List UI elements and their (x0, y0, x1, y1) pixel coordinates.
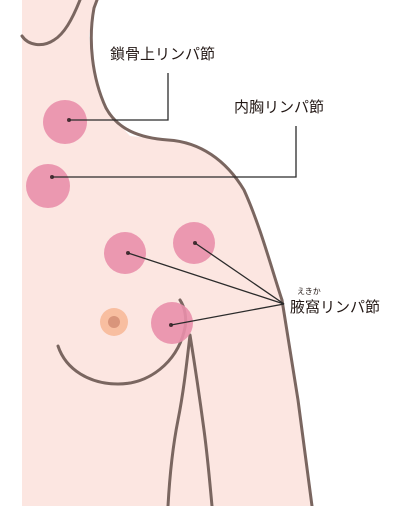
label-axillary-ruby: えきか (297, 287, 321, 296)
lymph-node-supraclavicular (43, 100, 87, 144)
label-axillary-lymph-node: 腋窩リンパ節 (290, 298, 380, 316)
nipple (108, 316, 120, 328)
lymph-node-internal-thoracic (26, 164, 70, 208)
label-internal-thoracic-lymph-node: 内胸リンパ節 (234, 98, 324, 116)
lymph-node-axillary-3 (151, 302, 193, 344)
lymph-node-axillary-1 (104, 232, 146, 274)
label-supraclavicular-lymph-node: 鎖骨上リンパ節 (110, 45, 215, 63)
